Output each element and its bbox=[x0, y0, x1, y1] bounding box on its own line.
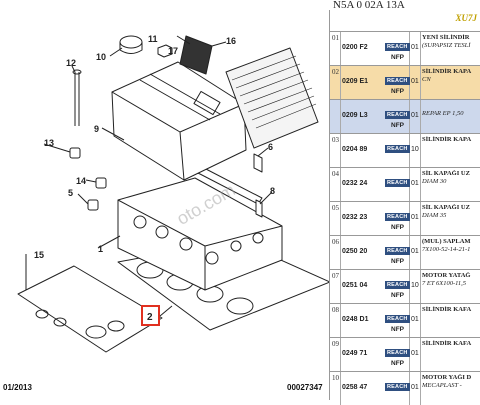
reach-badge: REACH bbox=[385, 43, 410, 51]
part-reference[interactable]: 0251 04 bbox=[342, 282, 368, 289]
callout-2-highlighted[interactable]: 2 bbox=[147, 312, 153, 323]
part-description: REPAR EP 1,50 bbox=[422, 110, 464, 117]
nfp-label: NFP bbox=[391, 54, 404, 61]
nfp-label: NFP bbox=[391, 224, 404, 231]
part-reference[interactable]: 0248 D1 bbox=[342, 316, 369, 323]
quantity: 01 bbox=[411, 248, 419, 255]
callout-17: 17 bbox=[168, 46, 178, 56]
row-number: 09 bbox=[332, 340, 339, 348]
part-reference[interactable]: 0209 L3 bbox=[342, 112, 368, 119]
row-number: 02 bbox=[332, 68, 339, 76]
part-reference[interactable]: 0258 47 bbox=[342, 384, 368, 391]
quantity: 01 bbox=[411, 384, 419, 391]
nfp-label: NFP bbox=[391, 360, 404, 367]
reach-badge: REACH bbox=[385, 315, 410, 323]
reach-badge: REACH bbox=[385, 145, 410, 153]
callout-12: 12 bbox=[66, 58, 76, 68]
part-reference[interactable]: 0250 20 bbox=[342, 248, 368, 255]
row-number: 08 bbox=[332, 306, 339, 314]
row-number: 03 bbox=[332, 136, 339, 144]
nfp-label: NFP bbox=[391, 292, 404, 299]
row-number: 06 bbox=[332, 238, 339, 246]
part-reference[interactable]: 0200 F2 bbox=[342, 44, 368, 51]
part-reference[interactable]: 0204 89 bbox=[342, 146, 368, 153]
callout-13: 13 bbox=[44, 138, 54, 148]
quantity: 10 bbox=[411, 282, 419, 289]
nfp-label: NFP bbox=[391, 88, 404, 95]
reach-badge: REACH bbox=[385, 281, 410, 289]
quantity: 10 bbox=[411, 146, 419, 153]
reach-badge: REACH bbox=[385, 247, 410, 255]
part-description: SİLİNDİR KAFA bbox=[422, 340, 472, 347]
callout-1: 1 bbox=[98, 244, 103, 254]
quantity: 01 bbox=[411, 316, 419, 323]
quantity: 01 bbox=[411, 112, 419, 119]
row-number: 07 bbox=[332, 272, 339, 280]
page-title: N5A 0 02A 13A bbox=[0, 0, 480, 11]
part-reference[interactable]: 0232 24 bbox=[342, 180, 368, 187]
row-number: 04 bbox=[332, 170, 339, 178]
nfp-label: NFP bbox=[391, 326, 404, 333]
part-reference[interactable]: 0249 71 bbox=[342, 350, 368, 357]
reach-badge: REACH bbox=[385, 349, 410, 357]
reach-badge: REACH bbox=[385, 111, 410, 119]
callout-9: 9 bbox=[94, 124, 99, 134]
reach-badge: REACH bbox=[385, 213, 410, 221]
row-number: 01 bbox=[332, 34, 339, 42]
reach-badge: REACH bbox=[385, 179, 410, 187]
part-description: YENİ SİLİNDİR(SUPAPSIZ TESLİ bbox=[422, 34, 471, 49]
callout-8: 8 bbox=[270, 186, 275, 196]
parts-list-header: XU7J bbox=[455, 13, 477, 23]
callout-15: 15 bbox=[34, 250, 44, 260]
callout-16: 16 bbox=[226, 36, 236, 46]
nfp-label: NFP bbox=[391, 258, 404, 265]
exploded-parts-diagram: 10 11 17 16 12 9 13 14 5 6 8 1 15 2 oto.… bbox=[17, 34, 330, 353]
part-description: SİLİNDİR KAPA bbox=[422, 136, 472, 143]
part-reference[interactable]: 0232 23 bbox=[342, 214, 368, 221]
callout-10: 10 bbox=[96, 52, 106, 62]
part-description: SİLİNDİR KAFA bbox=[422, 306, 472, 313]
quantity: 01 bbox=[411, 214, 419, 221]
callout-14: 14 bbox=[76, 176, 86, 186]
row-number: 05 bbox=[332, 204, 339, 212]
quantity: 01 bbox=[411, 78, 419, 85]
footer-date: 01/2013 bbox=[3, 383, 32, 392]
callout-6: 6 bbox=[268, 142, 273, 152]
part-reference[interactable]: 0209 E1 bbox=[342, 78, 369, 85]
footer-doc-number: 00027347 bbox=[287, 383, 323, 392]
callout-11: 11 bbox=[148, 34, 158, 44]
row-number: 10 bbox=[332, 374, 339, 382]
quantity: 01 bbox=[411, 44, 419, 51]
nfp-label: NFP bbox=[391, 122, 404, 129]
callout-5: 5 bbox=[68, 188, 73, 198]
reach-badge: REACH bbox=[385, 77, 410, 85]
quantity: 01 bbox=[411, 350, 419, 357]
quantity: 01 bbox=[411, 180, 419, 187]
reach-badge: REACH bbox=[385, 383, 410, 391]
